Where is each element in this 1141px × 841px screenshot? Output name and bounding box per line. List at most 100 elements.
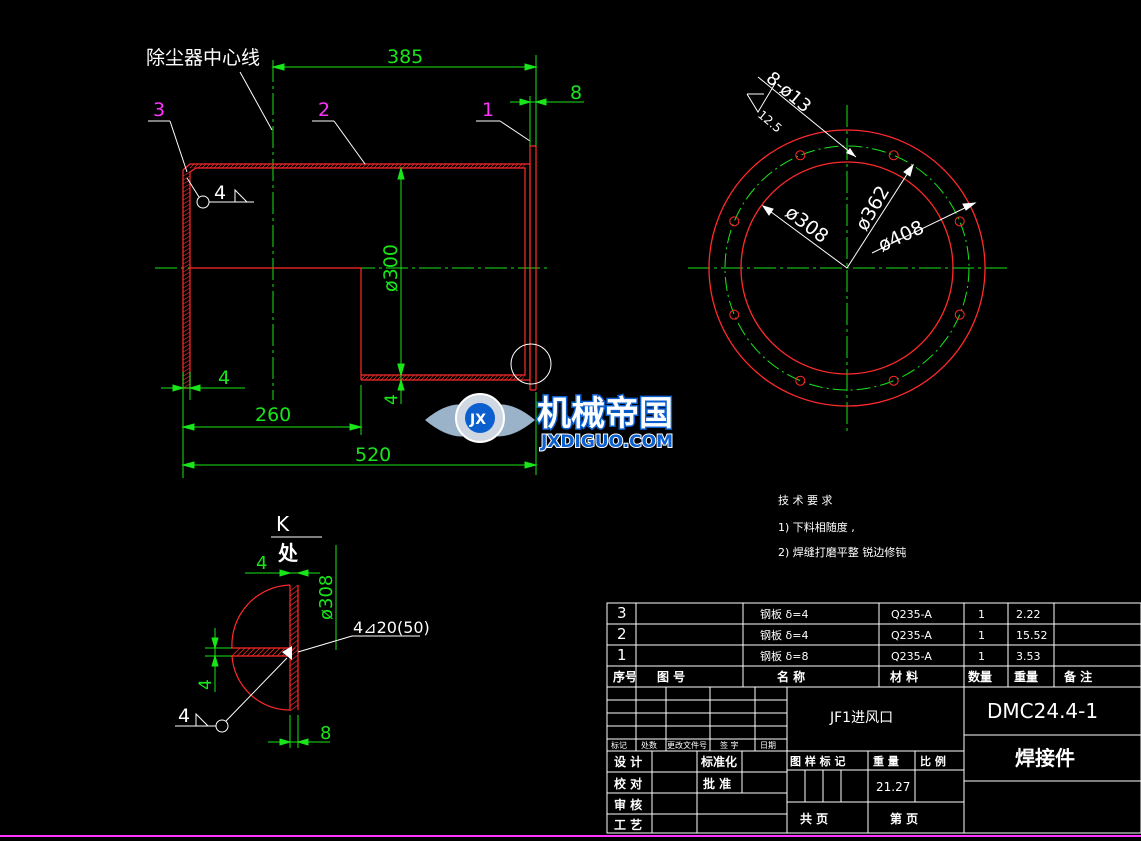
detail-weld-right: 4⊿20(50) — [297, 618, 430, 653]
tech-title: 技 术 要 求 — [778, 494, 833, 507]
detail-label-char: 处 — [277, 541, 299, 565]
dim-flange-8: 8 — [510, 82, 584, 146]
svg-text:4⊿20(50): 4⊿20(50) — [353, 618, 430, 637]
svg-text:12.5: 12.5 — [755, 108, 784, 136]
drawing-type: 焊接件 — [1015, 746, 1075, 770]
svg-text:日期: 日期 — [760, 741, 776, 750]
part-row-1-material: Q235-A — [891, 608, 932, 621]
svg-text:4: 4 — [178, 705, 190, 727]
watermark-logo: JX 机械帝国 JXDIGUO.COM — [425, 393, 675, 453]
svg-text:520: 520 — [355, 444, 391, 466]
svg-text:385: 385 — [387, 46, 423, 68]
bolt-hole-4 — [729, 309, 740, 320]
dim-flange-408: ø408 — [871, 202, 977, 257]
svg-text:4: 4 — [256, 553, 267, 574]
detail-hatch — [231, 584, 299, 712]
part-row-2-qty: 1 — [978, 629, 985, 642]
dim-520: 520 — [181, 392, 538, 475]
part-row-2-weight: 15.52 — [1016, 629, 1048, 642]
svg-text:ø308: ø308 — [316, 575, 337, 620]
bolt-hole-8 — [954, 216, 965, 227]
svg-text:材 料: 材 料 — [889, 669, 918, 684]
svg-text:4: 4 — [218, 367, 230, 389]
part-row-1-name: 钢板 δ=4 — [760, 607, 808, 621]
part-row-3-material: Q235-A — [891, 650, 932, 663]
tech-item-2: 2) 焊缝打磨平整 锐边修钝 — [778, 545, 906, 559]
dim-385: 385 — [271, 46, 538, 146]
watermark-url: JXDIGUO.COM — [540, 432, 673, 452]
flange-view: 8-ø13 12.5 ø308 ø362 ø408 — [688, 68, 1008, 432]
bolt-hole-6 — [795, 150, 806, 161]
svg-text:JX: JX — [469, 412, 486, 428]
dim-flange-308: ø308 — [761, 201, 848, 269]
svg-text:标准化: 标准化 — [700, 754, 737, 769]
svg-text:共 页: 共 页 — [800, 811, 828, 826]
balloon-1: 1 — [476, 99, 531, 142]
svg-text:ø408: ø408 — [875, 216, 928, 256]
bolt-circle — [724, 145, 970, 391]
dim-flange-362: ø362 — [846, 163, 914, 269]
svg-text:8: 8 — [320, 723, 331, 744]
svg-text:设 计: 设 计 — [614, 754, 642, 769]
flange-outer-circle — [708, 129, 986, 407]
drawing-title: JF1进风口 — [829, 710, 893, 726]
dim-wall-4-left: 4 — [161, 367, 245, 478]
svg-text:重 量: 重 量 — [873, 754, 899, 768]
part-row-1-no: 3 — [617, 604, 627, 622]
svg-text:标记: 标记 — [611, 740, 627, 750]
svg-text:备 注: 备 注 — [1063, 669, 1092, 684]
balloon-3: 3 — [148, 99, 188, 173]
svg-text:名 称: 名 称 — [777, 669, 805, 684]
tech-item-1: 1) 下料相随度 , — [778, 520, 855, 534]
dim-wall-4-bottom: 4 — [382, 350, 405, 405]
flange-inner-circle — [740, 161, 954, 375]
balloon-2: 2 — [312, 99, 366, 165]
drawing-number: DMC24.4-1 — [987, 699, 1098, 723]
svg-text:1: 1 — [482, 99, 494, 121]
svg-text:序号: 序号 — [613, 669, 637, 684]
detail-label-letter: K — [276, 512, 290, 536]
detail-weld-left: 4 — [175, 657, 288, 733]
bolt-hole-1 — [954, 309, 965, 320]
centerline-note: 除尘器中心线 — [146, 47, 260, 69]
svg-text:ø308: ø308 — [781, 201, 832, 247]
part-row-3-no: 1 — [617, 646, 627, 664]
svg-text:4: 4 — [196, 679, 216, 690]
part-row-3-weight: 3.53 — [1016, 650, 1041, 663]
svg-text:签 字: 签 字 — [720, 740, 739, 750]
weld-symbol-left: 4 — [186, 177, 254, 209]
bolt-holes — [729, 150, 965, 386]
svg-text:重量: 重量 — [1014, 669, 1038, 684]
svg-text:更改文件号: 更改文件号 — [667, 740, 707, 750]
total-weight: 21.27 — [876, 780, 910, 794]
detail-outline — [231, 584, 299, 711]
bolt-hole-3 — [795, 375, 806, 386]
part-row-1-weight: 2.22 — [1016, 608, 1041, 621]
part-row-2-no: 2 — [617, 625, 627, 643]
part-row-2-material: Q235-A — [891, 629, 932, 642]
tech-requirements: 技 术 要 求 1) 下料相随度 , 2) 焊缝打磨平整 锐边修钝 — [778, 494, 906, 559]
svg-text:8: 8 — [570, 82, 582, 104]
svg-text:图 样 标 记: 图 样 标 记 — [790, 754, 846, 768]
svg-text:第 页: 第 页 — [890, 811, 918, 826]
svg-text:比 例: 比 例 — [920, 754, 946, 768]
detail-dims: 4 ø308 4 8 — [196, 545, 337, 748]
svg-text:处数: 处数 — [641, 740, 657, 750]
part-row-2-name: 钢板 δ=4 — [760, 628, 808, 642]
title-block — [606, 602, 1141, 834]
wall-hatch — [182, 163, 526, 389]
dim-dia-300: ø300 — [380, 166, 405, 377]
svg-text:260: 260 — [255, 404, 291, 426]
part-row-3-qty: 1 — [978, 650, 985, 663]
part-row-1-qty: 1 — [978, 608, 985, 621]
dim-260: 260 — [181, 385, 363, 435]
weld-fillet — [282, 646, 292, 660]
svg-text:2: 2 — [318, 99, 330, 121]
svg-text:图 号: 图 号 — [657, 669, 685, 684]
main-section-view: 除尘器中心线 3 2 1 — [146, 46, 584, 478]
svg-text:审 核: 审 核 — [614, 797, 642, 812]
svg-text:数量: 数量 — [968, 669, 992, 684]
svg-text:ø300: ø300 — [380, 244, 402, 292]
